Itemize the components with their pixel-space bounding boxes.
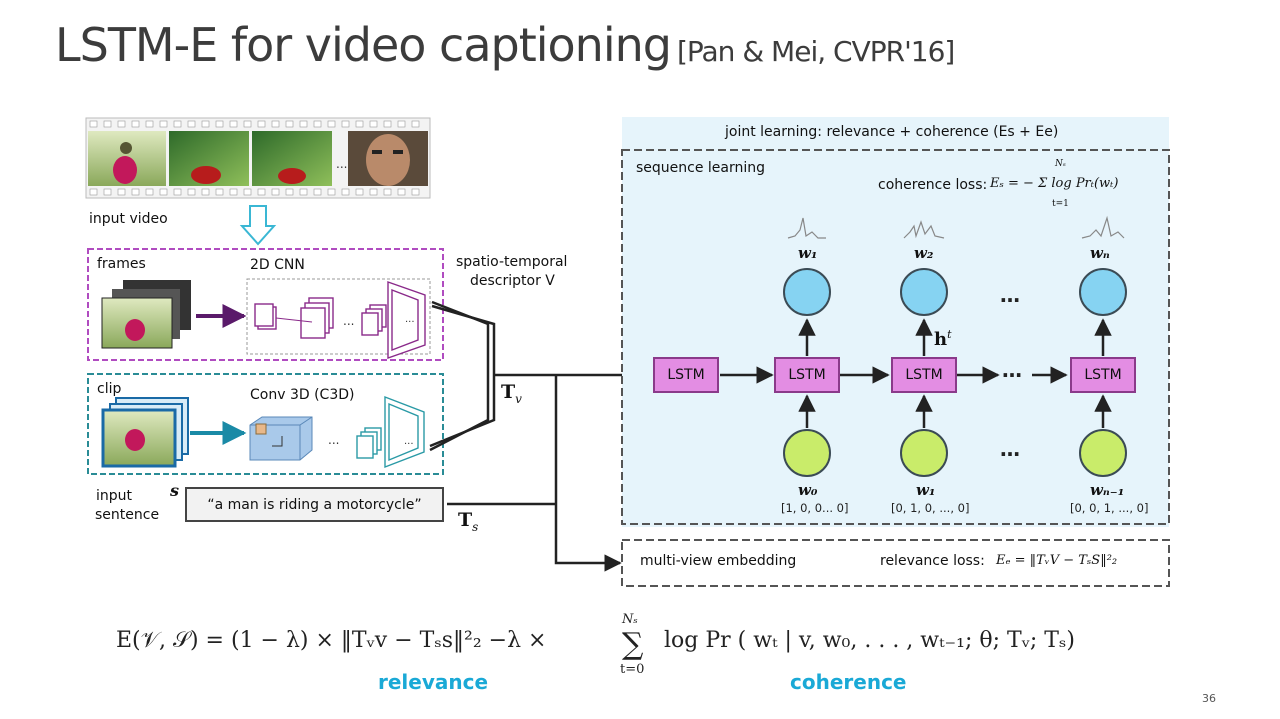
relevance-label: relevance xyxy=(378,670,489,694)
output-word-1: w₁ xyxy=(798,244,818,262)
svg-text:...: ... xyxy=(336,157,347,171)
lstm-ellipsis: … xyxy=(1002,358,1022,382)
distribution-sketch xyxy=(787,217,826,239)
input-video-label: input video xyxy=(89,211,168,227)
relevance-loss-label: relevance loss: xyxy=(880,553,985,569)
objective-sum-symbol: ∑ xyxy=(622,627,644,662)
lstm-cell-n: LSTM xyxy=(1070,357,1136,393)
input-node xyxy=(900,429,948,477)
input-node xyxy=(1079,429,1127,477)
sentence-box: “a man is riding a motorcycle” xyxy=(185,487,444,522)
distribution-sketch xyxy=(903,220,945,239)
s-label: s xyxy=(170,481,180,500)
joint-learning-title: joint learning: relevance + coherence (E… xyxy=(725,124,1059,140)
svg-text:...: ... xyxy=(405,314,415,325)
input-word-0: w₀ xyxy=(798,481,818,499)
output-node xyxy=(900,268,948,316)
tv-label: Tv xyxy=(501,381,522,406)
down-arrow-icon xyxy=(239,205,277,246)
video-film-strip: ... xyxy=(85,117,431,199)
cnn2d-label: 2D CNN xyxy=(250,257,305,273)
page-number: 36 xyxy=(1202,692,1216,705)
coherence-sum-bottom: t=1 xyxy=(1052,199,1069,209)
input-ellipsis: … xyxy=(1000,437,1020,461)
input-sentence-label-line2: sentence xyxy=(95,507,160,523)
output-word-n: wₙ xyxy=(1090,244,1110,262)
multiview-embedding-box xyxy=(621,539,1170,587)
distribution-sketch xyxy=(1081,215,1125,239)
descriptor-label-line1: spatio-temporal xyxy=(456,254,568,270)
objective-equation-part1: E(𝒱, 𝒮) = (1 − λ) × ‖Tᵥv − Tₛs‖²₂ −λ × xyxy=(116,628,547,653)
citation: [Pan & Mei, CVPR'16] xyxy=(676,35,955,68)
objective-sum-top: Nₛ xyxy=(622,612,638,627)
objective-sum-bottom: t=0 xyxy=(620,662,645,677)
svg-text:...: ... xyxy=(404,436,414,447)
lstm-cell-2: LSTM xyxy=(891,357,957,393)
input-vector-1: [0, 1, 0, ..., 0] xyxy=(891,501,970,515)
output-node xyxy=(1079,268,1127,316)
input-node xyxy=(783,429,831,477)
coherence-sum-top: Nₛ xyxy=(1055,159,1066,169)
descriptor-label-line2: descriptor V xyxy=(470,273,555,289)
output-node xyxy=(783,268,831,316)
multiview-embedding-label: multi-view embedding xyxy=(640,553,797,569)
input-word-n-1: wₙ₋₁ xyxy=(1090,481,1125,499)
svg-text:...: ... xyxy=(328,433,339,447)
input-vector-n-1: [0, 0, 1, ..., 0] xyxy=(1070,501,1149,515)
output-ellipsis: … xyxy=(1000,283,1020,307)
coherence-formula: Eₛ = − Σ log Prₜ(wₜ) xyxy=(990,176,1119,191)
input-word-1: w₁ xyxy=(916,481,936,499)
svg-text:...: ... xyxy=(343,314,354,328)
ts-label: Ts xyxy=(458,509,479,534)
hidden-state-label: ht xyxy=(934,328,952,350)
output-word-2: w₂ xyxy=(914,244,934,262)
slide-title: LSTM-E for video captioning[Pan & Mei, C… xyxy=(55,18,955,72)
frames-box xyxy=(87,248,444,361)
coherence-loss-label: coherence loss: xyxy=(878,177,988,193)
lstm-cell-0: LSTM xyxy=(653,357,719,393)
clip-label: clip xyxy=(97,381,122,397)
sequence-learning-box xyxy=(621,149,1170,525)
objective-equation-part2: log Pr ( wₜ | v, w₀, . . . , wₜ₋₁; θ; Tᵥ… xyxy=(664,628,1075,653)
lstm-cell-1: LSTM xyxy=(774,357,840,393)
input-sentence-label-line1: input xyxy=(96,488,133,504)
frames-label: frames xyxy=(97,256,146,272)
relevance-formula: Eₑ = ‖TᵥV − TₛS‖²₂ xyxy=(996,553,1118,568)
joint-learning-panel xyxy=(622,117,1169,527)
sequence-learning-label: sequence learning xyxy=(636,160,766,176)
coherence-label: coherence xyxy=(790,670,907,694)
clip-box xyxy=(87,373,444,475)
conv3d-label: Conv 3D (C3D) xyxy=(250,387,355,403)
input-vector-0: [1, 0, 0... 0] xyxy=(781,501,849,515)
